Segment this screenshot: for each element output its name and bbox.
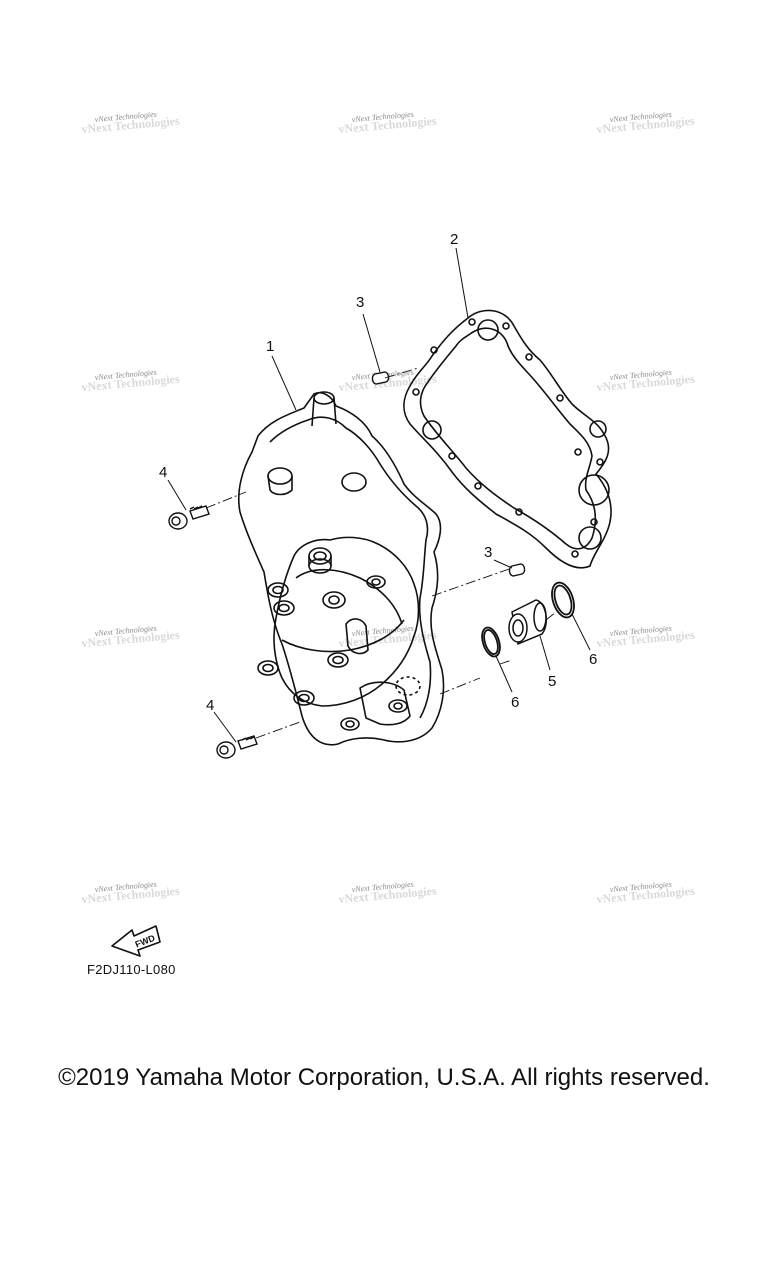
watermark-top-left: vNext Technologies vNext Technologies	[81, 110, 181, 137]
watermark-top-center: vNext Technologies vNext Technologies	[338, 110, 438, 137]
bolt-upper	[168, 505, 210, 530]
callout-2: 2	[450, 231, 458, 248]
callout-5: 5	[548, 673, 556, 690]
o-ring-left	[481, 626, 501, 658]
callout-leaders	[167, 247, 591, 743]
gasket-part	[403, 309, 612, 569]
assembly-lines	[205, 367, 557, 739]
watermark-low-left: vNext Technologies vNext Technologies	[81, 624, 181, 651]
watermark-low-right: vNext Technologies vNext Technologies	[596, 624, 696, 651]
dowel-pin-lower	[508, 563, 526, 577]
fwd-arrow-icon: FWD	[111, 925, 161, 957]
bolt-lower	[216, 735, 258, 759]
callout-1: 1	[266, 338, 274, 355]
o-ring-right	[551, 581, 575, 619]
watermark-top-right: vNext Technologies vNext Technologies	[596, 110, 696, 137]
watermark-bottom-left: vNext Technologies vNext Technologies	[81, 880, 181, 907]
callout-4-lower: 4	[206, 697, 214, 714]
copyright-notice: ©2019 Yamaha Motor Corporation, U.S.A. A…	[58, 1064, 710, 1091]
collar-part	[508, 599, 548, 646]
callout-6-right: 6	[589, 651, 597, 668]
callout-4-upper: 4	[159, 464, 167, 481]
callout-3-lower: 3	[484, 544, 492, 561]
drawing-code: F2DJ110-L080	[87, 962, 176, 977]
callout-3-upper: 3	[356, 294, 364, 311]
callout-6-left: 6	[511, 694, 519, 711]
watermark-bottom-right: vNext Technologies vNext Technologies	[596, 880, 696, 907]
cover-part	[237, 391, 445, 746]
watermark-mid-left: vNext Technologies vNext Technologies	[81, 368, 181, 395]
dowel-pin-upper	[371, 371, 390, 385]
watermark-mid-right: vNext Technologies vNext Technologies	[596, 368, 696, 395]
watermark-bottom-center: vNext Technologies vNext Technologies	[338, 880, 438, 907]
